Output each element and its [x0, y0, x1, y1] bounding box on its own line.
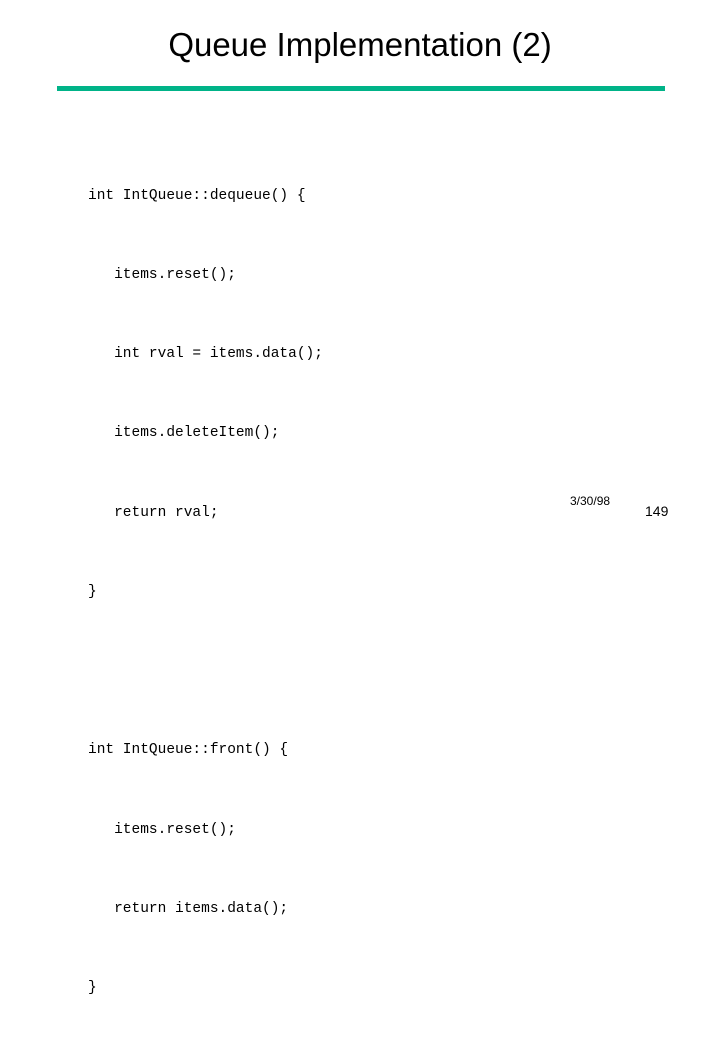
code-line: int rval = items.data(); — [88, 346, 323, 363]
code-line: items.reset(); — [88, 821, 236, 838]
code-line: int IntQueue::dequeue() { — [88, 187, 306, 204]
code-line: items.deleteItem(); — [88, 425, 280, 442]
slide: Queue Implementation (2) int IntQueue::d… — [57, 26, 669, 996]
code-line: return items.data(); — [88, 900, 289, 917]
code-line: int IntQueue::front() { — [88, 742, 289, 759]
code-line-blank — [88, 658, 648, 684]
code-line: return rval; — [88, 504, 219, 521]
page-number: 149 — [645, 503, 669, 519]
code-line: } — [88, 979, 97, 996]
code-line: } — [88, 583, 97, 600]
code-block: int IntQueue::dequeue() { items.reset();… — [88, 130, 648, 1054]
page-title: Queue Implementation (2) — [168, 26, 552, 63]
title-divider — [57, 86, 665, 91]
date-stamp: 3/30/98 — [570, 494, 611, 508]
code-line: items.reset(); — [88, 267, 236, 284]
